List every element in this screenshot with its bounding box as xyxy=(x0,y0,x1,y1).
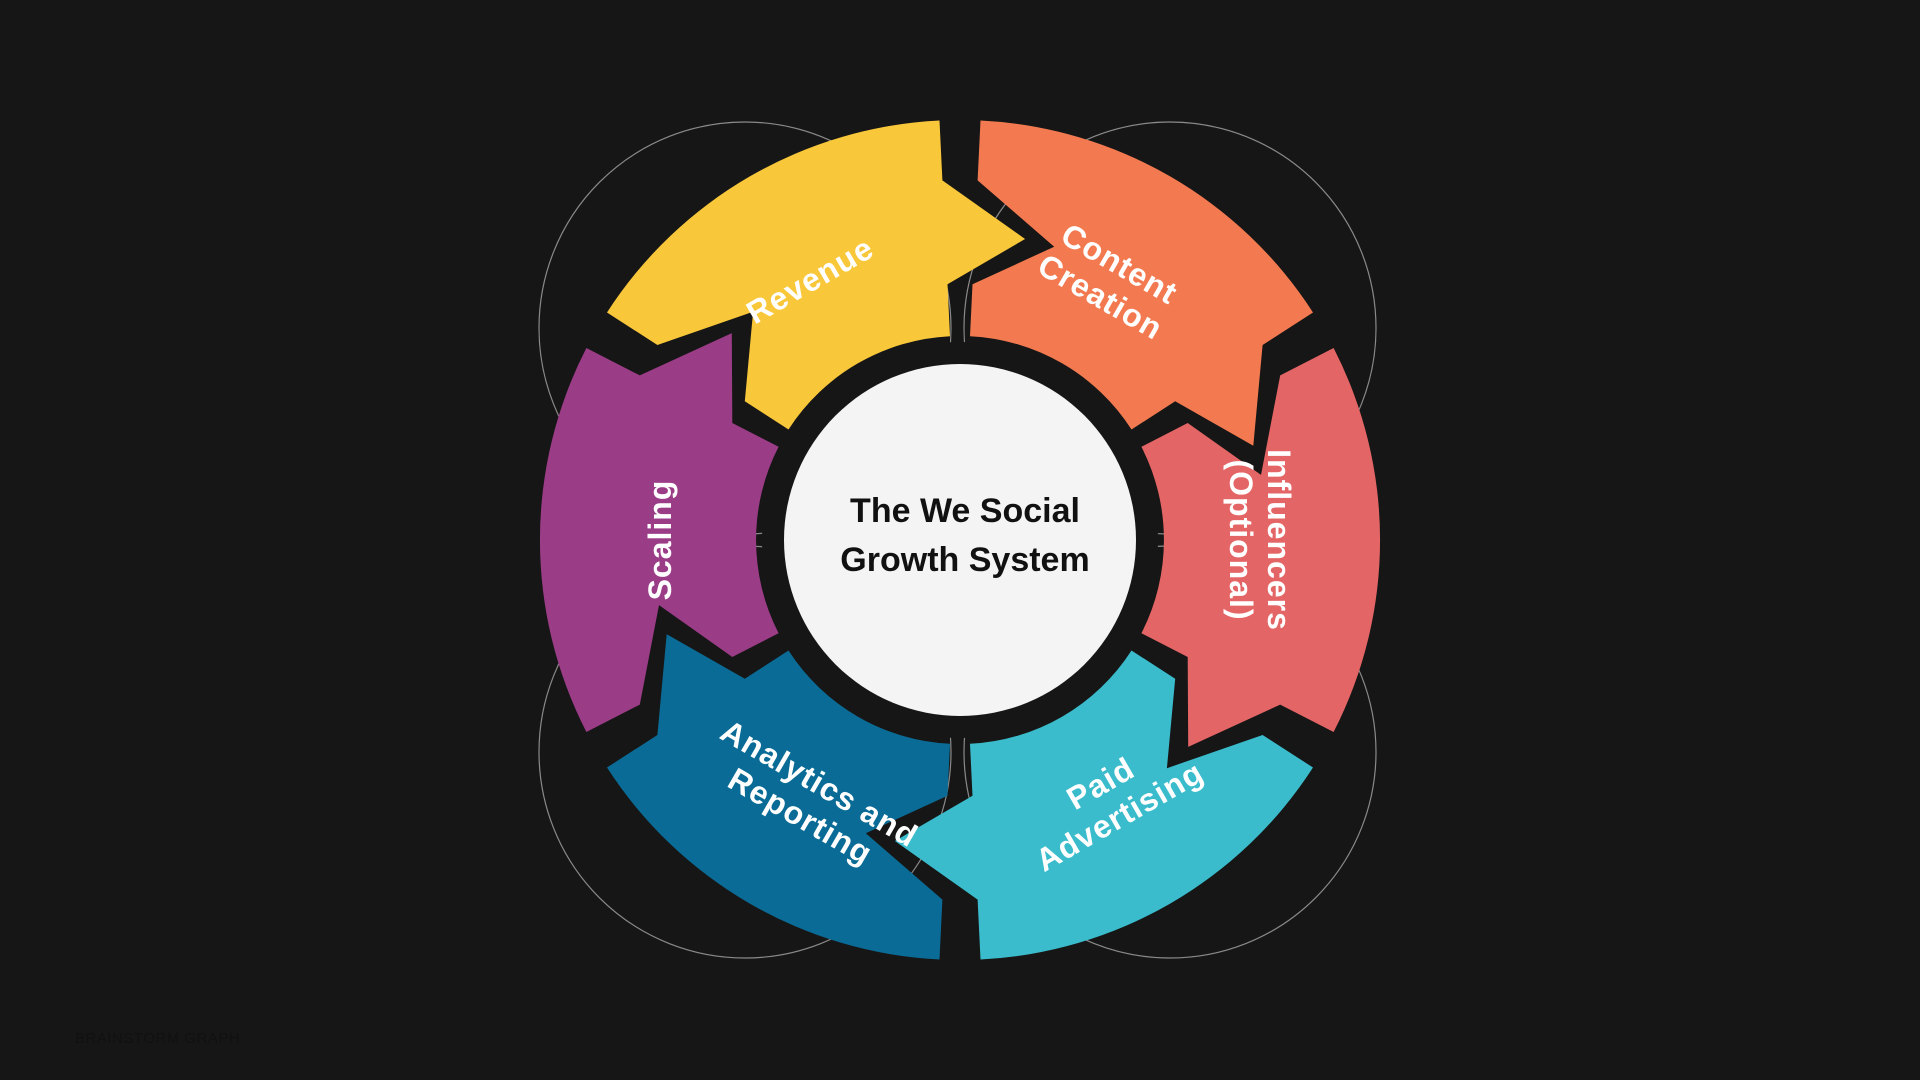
segment-label-line: (Optional) xyxy=(1223,459,1259,620)
footer-brand-label: BRAINSTORM GRAPH xyxy=(75,1030,241,1047)
center-title-line-2: Growth System xyxy=(840,541,1089,579)
center-hub: The We Social Growth System xyxy=(762,342,1158,738)
segment-content-creation xyxy=(970,120,1313,446)
segment-revenue xyxy=(607,120,1026,430)
segment-scaling xyxy=(539,333,779,732)
segment-paid-advertising xyxy=(894,650,1313,960)
center-title-line-1: The We Social xyxy=(850,492,1080,530)
center-hub-circle xyxy=(784,364,1136,716)
segment-influencers xyxy=(1141,348,1381,747)
segment-label-line: Scaling xyxy=(642,480,678,601)
segment-label-line: Influencers xyxy=(1261,449,1297,631)
segment-label-scaling: Scaling xyxy=(642,480,678,601)
segment-label-influencers: Influencers(Optional) xyxy=(1223,449,1297,631)
cycle-segments xyxy=(539,120,1381,960)
segment-analytics-reporting xyxy=(607,634,950,960)
